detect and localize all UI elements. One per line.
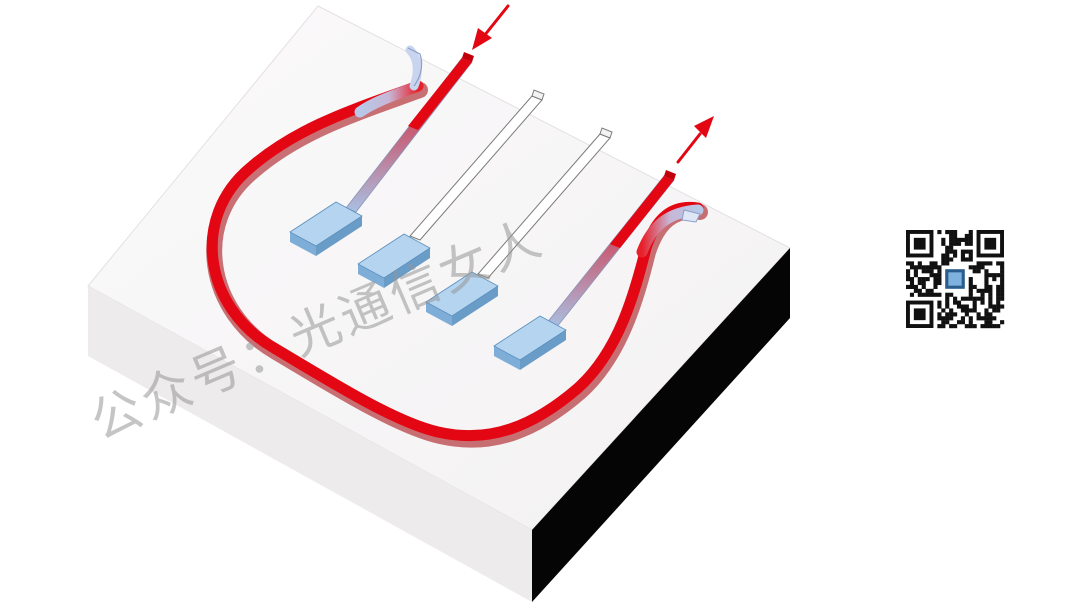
electrode-pad [493,315,567,370]
slab-front-face [532,248,790,602]
electrode-pad [357,233,431,288]
waveguide-loop [206,80,708,448]
qr-code-icon [906,230,1005,329]
output-arrow [676,116,714,164]
slab-top-face [87,5,791,531]
slab-left-face [88,286,532,602]
left-tail [354,45,424,118]
input-waveguide [345,52,474,213]
electrode-pad [289,201,363,256]
slab [87,5,791,602]
electrode-pads [289,201,567,370]
electrode-pad [425,271,499,326]
loop-body [206,80,704,442]
transparent-waveguides [409,89,613,279]
input-arrow [472,4,510,50]
right-tail [636,204,704,258]
